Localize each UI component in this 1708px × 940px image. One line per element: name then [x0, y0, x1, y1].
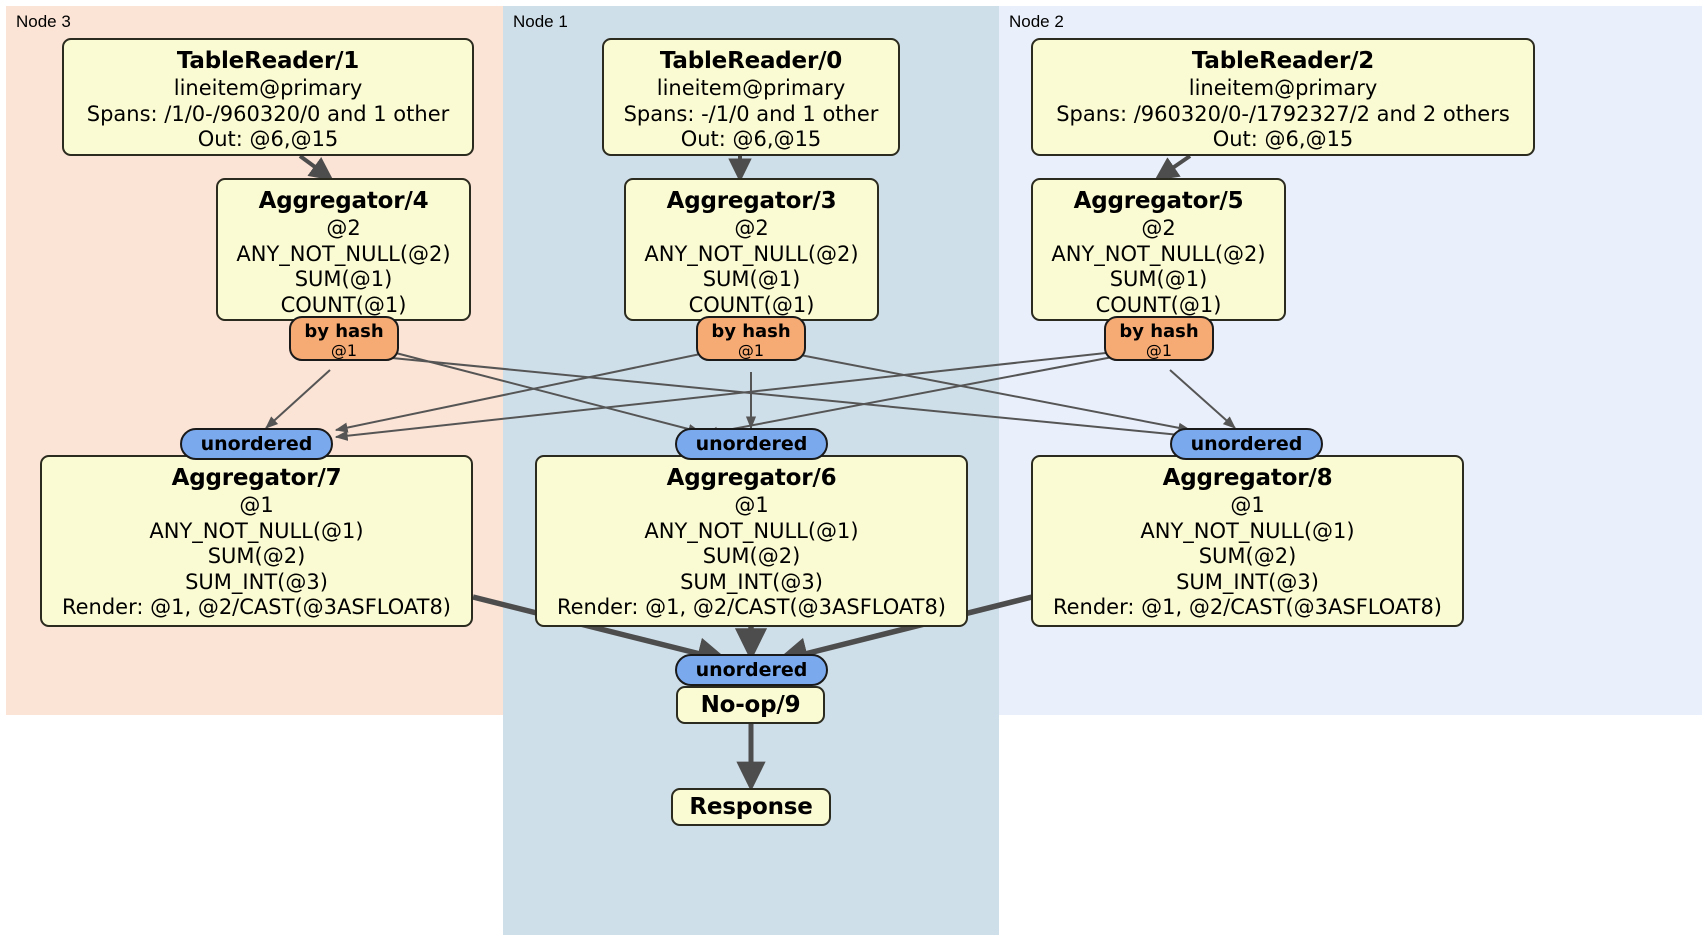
- processor-title: Aggregator/6: [666, 465, 837, 491]
- badge-label: by hash: [304, 321, 384, 342]
- processor-response[interactable]: Response: [671, 788, 831, 826]
- badge-sublabel: @1: [330, 341, 358, 360]
- badge-unordered-noop-9[interactable]: unordered: [675, 654, 828, 686]
- processor-line: ANY_NOT_NULL(@2): [644, 241, 859, 266]
- processor-line: @2: [1141, 216, 1176, 240]
- badge-by-hash-aggregator-3[interactable]: by hash @1: [696, 316, 806, 361]
- processor-line: SUM_INT(@3): [680, 569, 823, 594]
- processor-line: Spans: /1/0-/960320/0 and 1 other: [86, 101, 450, 126]
- processor-line: COUNT(@1): [280, 292, 407, 317]
- badge-label: by hash: [1119, 321, 1199, 342]
- processor-title: TableReader/0: [659, 48, 843, 74]
- processor-line: Render: @1, @2/CAST(@3ASFLOAT8): [61, 595, 452, 619]
- processor-line: SUM(@2): [207, 544, 306, 568]
- badge-label: by hash: [711, 321, 791, 342]
- processor-line: Spans: -/1/0 and 1 other: [623, 101, 879, 126]
- processor-noop-9[interactable]: No-op/9: [676, 686, 825, 724]
- badge-label: unordered: [695, 659, 808, 681]
- processor-aggregator-8[interactable]: Aggregator/8 @1 ANY_NOT_NULL(@1) SUM(@2)…: [1031, 455, 1464, 627]
- processor-line: SUM(@1): [294, 267, 393, 291]
- badge-sublabel: @1: [737, 341, 765, 360]
- badge-unordered-aggregator-8[interactable]: unordered: [1170, 428, 1323, 460]
- processor-line: lineitem@primary: [1188, 76, 1378, 100]
- processor-line: COUNT(@1): [1095, 292, 1222, 317]
- badge-unordered-aggregator-6[interactable]: unordered: [675, 428, 828, 460]
- node-label-node1: Node 1: [513, 12, 568, 31]
- processor-table-reader-1[interactable]: TableReader/1 lineitem@primary Spans: /1…: [62, 38, 474, 156]
- processor-line: Out: @6,@15: [197, 127, 339, 151]
- node-label-node3: Node 3: [16, 12, 71, 31]
- processor-line: @1: [1230, 493, 1265, 517]
- processor-line: @2: [734, 216, 769, 240]
- processor-title: Aggregator/5: [1073, 188, 1244, 214]
- badge-by-hash-aggregator-5[interactable]: by hash @1: [1104, 316, 1214, 361]
- processor-title: Aggregator/4: [258, 188, 429, 214]
- processor-line: SUM(@1): [702, 267, 801, 291]
- processor-aggregator-5[interactable]: Aggregator/5 @2 ANY_NOT_NULL(@2) SUM(@1)…: [1031, 178, 1286, 321]
- processor-title: TableReader/2: [1191, 48, 1375, 74]
- processor-line: lineitem@primary: [173, 76, 363, 100]
- processor-table-reader-0[interactable]: TableReader/0 lineitem@primary Spans: -/…: [602, 38, 900, 156]
- processor-title: Aggregator/8: [1162, 465, 1333, 491]
- badge-by-hash-aggregator-4[interactable]: by hash @1: [289, 316, 399, 361]
- processor-line: COUNT(@1): [688, 292, 815, 317]
- processor-line: ANY_NOT_NULL(@2): [236, 241, 451, 266]
- processor-line: SUM(@2): [1198, 544, 1297, 568]
- processor-aggregator-3[interactable]: Aggregator/3 @2 ANY_NOT_NULL(@2) SUM(@1)…: [624, 178, 879, 321]
- processor-line: ANY_NOT_NULL(@1): [1140, 518, 1355, 543]
- processor-line: lineitem@primary: [656, 76, 846, 100]
- processor-line: ANY_NOT_NULL(@1): [149, 518, 364, 543]
- processor-title: No-op/9: [700, 692, 801, 718]
- processor-line: @1: [734, 493, 769, 517]
- processor-aggregator-6[interactable]: Aggregator/6 @1 ANY_NOT_NULL(@1) SUM(@2)…: [535, 455, 968, 627]
- processor-title: Response: [689, 794, 813, 820]
- processor-line: SUM(@2): [702, 544, 801, 568]
- processor-line: Out: @6,@15: [1212, 127, 1354, 151]
- badge-label: unordered: [695, 433, 808, 455]
- processor-title: Aggregator/3: [666, 188, 837, 214]
- processor-line: SUM_INT(@3): [185, 569, 328, 594]
- processor-line: Render: @1, @2/CAST(@3ASFLOAT8): [556, 595, 947, 619]
- processor-line: Spans: /960320/0-/1792327/2 and 2 others: [1056, 101, 1510, 126]
- badge-label: unordered: [1190, 433, 1303, 455]
- badge-label: unordered: [200, 433, 313, 455]
- processor-line: ANY_NOT_NULL(@1): [644, 518, 859, 543]
- processor-title: TableReader/1: [176, 48, 360, 74]
- processor-line: @1: [239, 493, 274, 517]
- processor-line: Render: @1, @2/CAST(@3ASFLOAT8): [1052, 595, 1443, 619]
- badge-unordered-aggregator-7[interactable]: unordered: [180, 428, 333, 460]
- processor-line: SUM(@1): [1109, 267, 1208, 291]
- badge-sublabel: @1: [1145, 341, 1173, 360]
- processor-line: ANY_NOT_NULL(@2): [1051, 241, 1266, 266]
- processor-line: SUM_INT(@3): [1176, 569, 1319, 594]
- processor-table-reader-2[interactable]: TableReader/2 lineitem@primary Spans: /9…: [1031, 38, 1535, 156]
- processor-line: @2: [326, 216, 361, 240]
- processor-aggregator-7[interactable]: Aggregator/7 @1 ANY_NOT_NULL(@1) SUM(@2)…: [40, 455, 473, 627]
- node-label-node2: Node 2: [1009, 12, 1064, 31]
- processor-aggregator-4[interactable]: Aggregator/4 @2 ANY_NOT_NULL(@2) SUM(@1)…: [216, 178, 471, 321]
- processor-line: Out: @6,@15: [680, 127, 822, 151]
- processor-title: Aggregator/7: [171, 465, 342, 491]
